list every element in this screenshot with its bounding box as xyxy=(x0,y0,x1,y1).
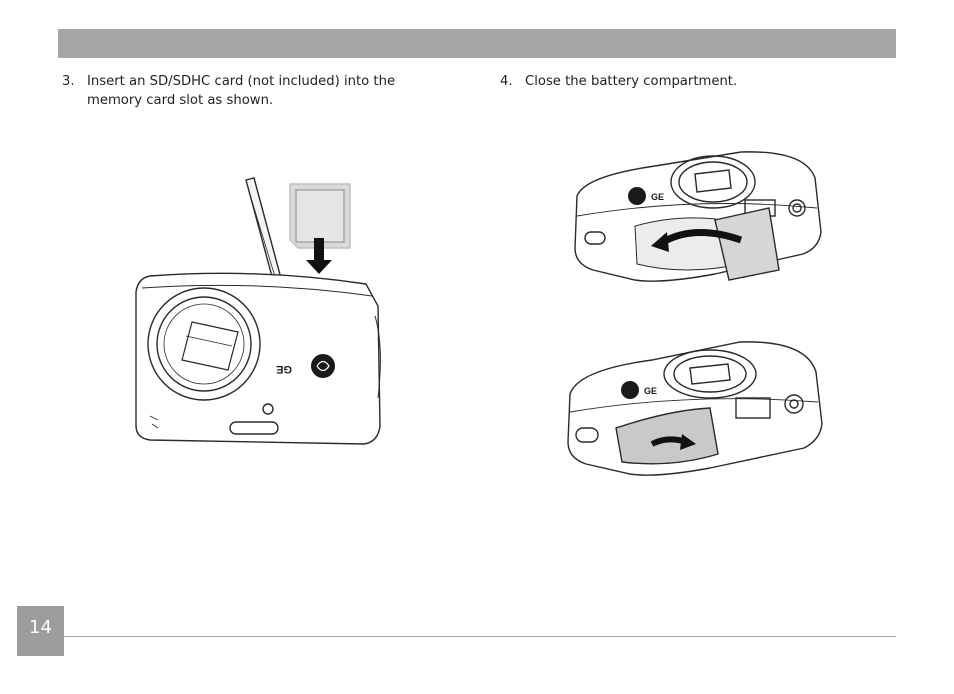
battery-door-closed-illustration: GE xyxy=(567,341,823,476)
curved-arrow-icon xyxy=(651,229,743,252)
sd-card-insert-illustration: GE xyxy=(135,177,381,445)
ge-logo: GE xyxy=(621,381,657,399)
battery-door-closing-illustration: GE xyxy=(574,151,822,282)
footer-divider xyxy=(64,636,896,637)
ge-logo-text: GE xyxy=(644,386,657,396)
ge-logo-text: GE xyxy=(276,363,292,375)
header-bar xyxy=(58,29,896,58)
ge-logo-text: GE xyxy=(651,192,664,202)
step-number: 4. xyxy=(500,74,513,89)
step-text: Close the battery compartment. xyxy=(525,74,738,89)
ge-logo: GE xyxy=(628,187,664,205)
camera-body xyxy=(135,272,381,445)
step-number: 3. xyxy=(62,74,75,89)
step-text: Insert an SD/SDHC card (not included) in… xyxy=(87,74,396,108)
curved-arrow-icon xyxy=(650,434,696,450)
sd-card-icon xyxy=(289,183,351,249)
arrow-down-icon xyxy=(306,238,332,274)
ge-logo: GE xyxy=(276,354,335,378)
page-number: 14 xyxy=(17,606,64,656)
battery-door xyxy=(245,177,283,285)
